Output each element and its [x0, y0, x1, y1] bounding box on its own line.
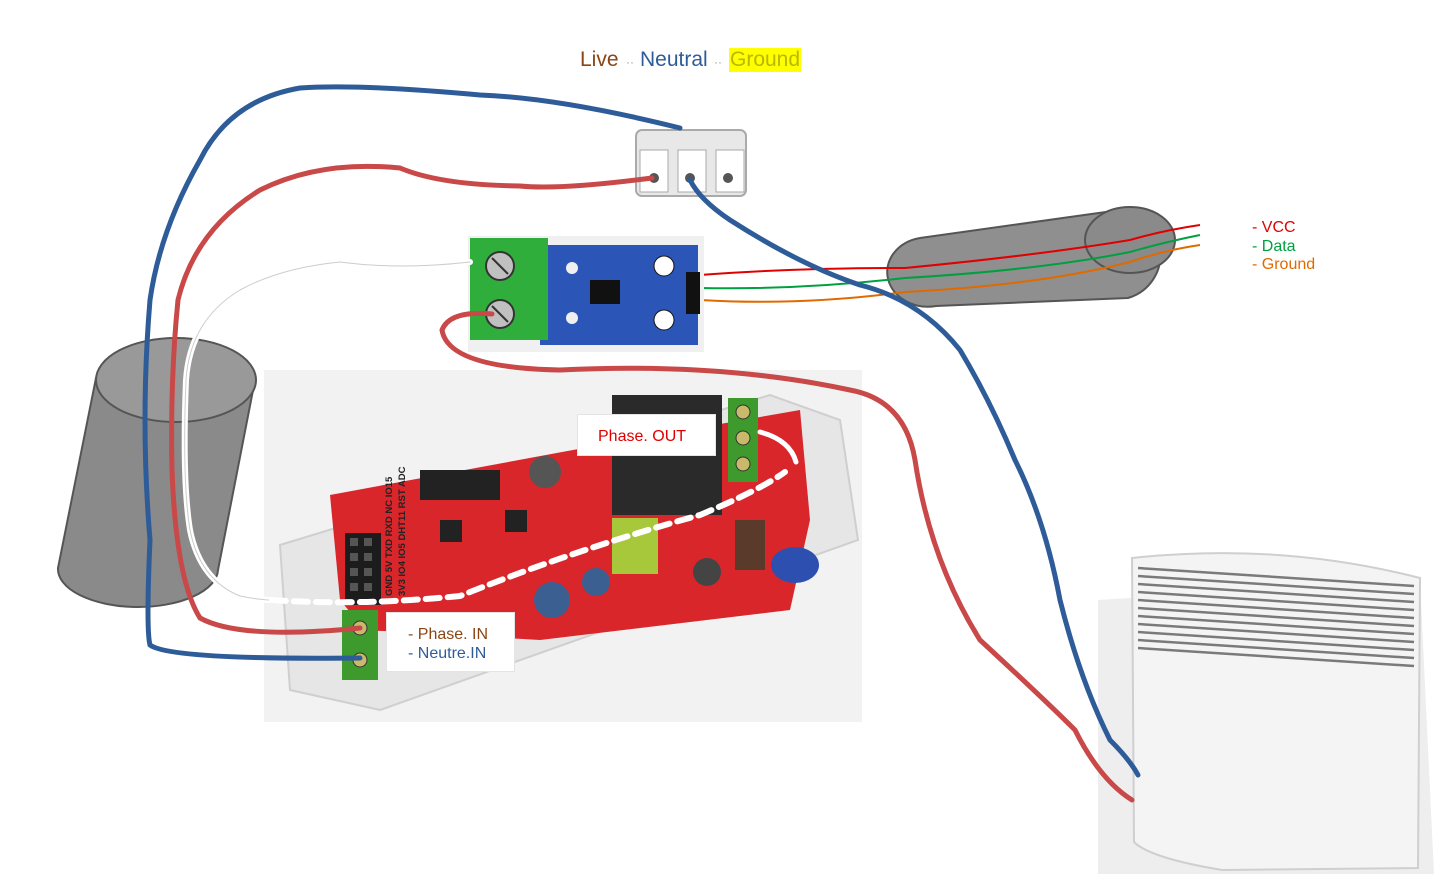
phase-out-box: [577, 414, 716, 456]
sensor-wires: [699, 224, 1201, 303]
legend-live: Live: [580, 48, 619, 71]
legend-separator-1: ··: [626, 55, 634, 69]
sensor-ground-label: - Ground: [1252, 256, 1316, 273]
sensor-vcc-label: - VCC: [1252, 219, 1296, 236]
legend-neutral: Neutral: [640, 48, 708, 71]
legend-separator-2: ··: [714, 55, 722, 69]
terminal-block-icon: [635, 129, 747, 197]
neutral-wires: [142, 84, 1141, 778]
white-wire: [181, 258, 788, 606]
live-wires: [169, 163, 1135, 803]
pin-header-row-2: 3V3 IO4 IO5 DHT11 RST ADC: [397, 466, 408, 596]
relay-board-icon: [264, 370, 862, 722]
phase-in-box: [386, 612, 515, 672]
pin-header-row-1: GND 5V TXD RXD NC IO15: [384, 476, 395, 596]
sensor-cable-icon: [886, 206, 1176, 308]
legend-ground: Ground: [729, 48, 802, 72]
radiator-heater-icon: [1098, 552, 1434, 874]
ceiling-box-icon: [56, 337, 257, 608]
sensor-data-label: - Data: [1252, 238, 1296, 255]
current-sensor-icon: [468, 236, 704, 352]
neutre-in-label: - Neutre.IN: [408, 645, 487, 662]
phase-in-label: - Phase. IN: [408, 626, 489, 643]
phase-out-jumper: [757, 429, 799, 465]
phase-out-label: Phase. OUT: [598, 428, 687, 445]
